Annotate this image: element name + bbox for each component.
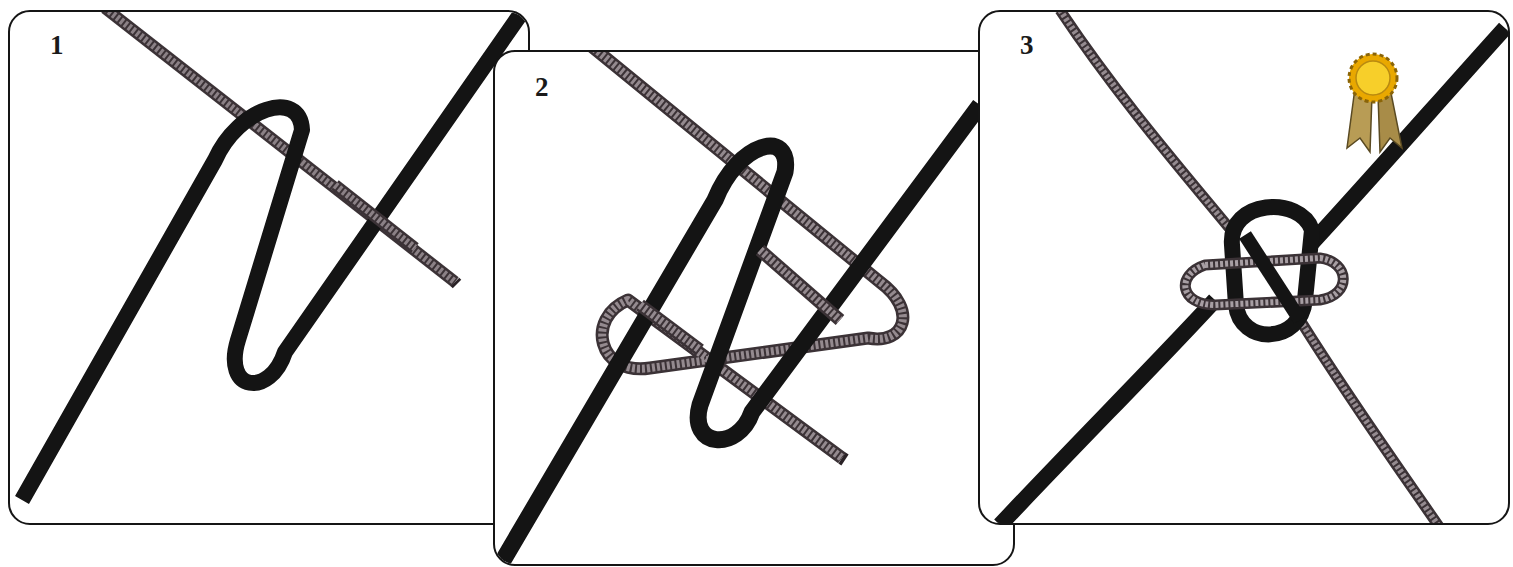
knot-illustration: [10, 12, 528, 523]
step-panel: 2: [493, 50, 1015, 566]
black-rope-loop: [1232, 207, 1312, 334]
grey-rope-texture: [640, 305, 700, 350]
knot-illustration: [980, 12, 1508, 523]
grey-rope-texture: [335, 185, 415, 248]
rope-end: [842, 458, 845, 460]
award-ribbon-icon: [1347, 54, 1402, 152]
grey-rope-texture: [1060, 12, 1440, 523]
step-panel: 3: [978, 10, 1510, 525]
grey-rope: [105, 12, 455, 282]
step-panel: 1: [8, 10, 530, 525]
step-number: 1: [50, 32, 64, 59]
black-rope: [502, 105, 980, 562]
step-number: 3: [1020, 32, 1034, 59]
rope-end: [455, 282, 457, 284]
black-rope: [22, 12, 522, 500]
step-number: 2: [535, 74, 549, 101]
grey-rope-over: [335, 185, 415, 248]
grey-rope-over: [760, 250, 840, 320]
grey-rope-texture: [760, 250, 840, 320]
knot-illustration: [495, 52, 1013, 564]
grey-rope-over: [640, 305, 700, 350]
black-rope-over: [1245, 235, 1300, 320]
grey-rope-texture: [105, 12, 455, 282]
black-rope: [1000, 28, 1505, 523]
grey-rope: [1060, 12, 1440, 523]
